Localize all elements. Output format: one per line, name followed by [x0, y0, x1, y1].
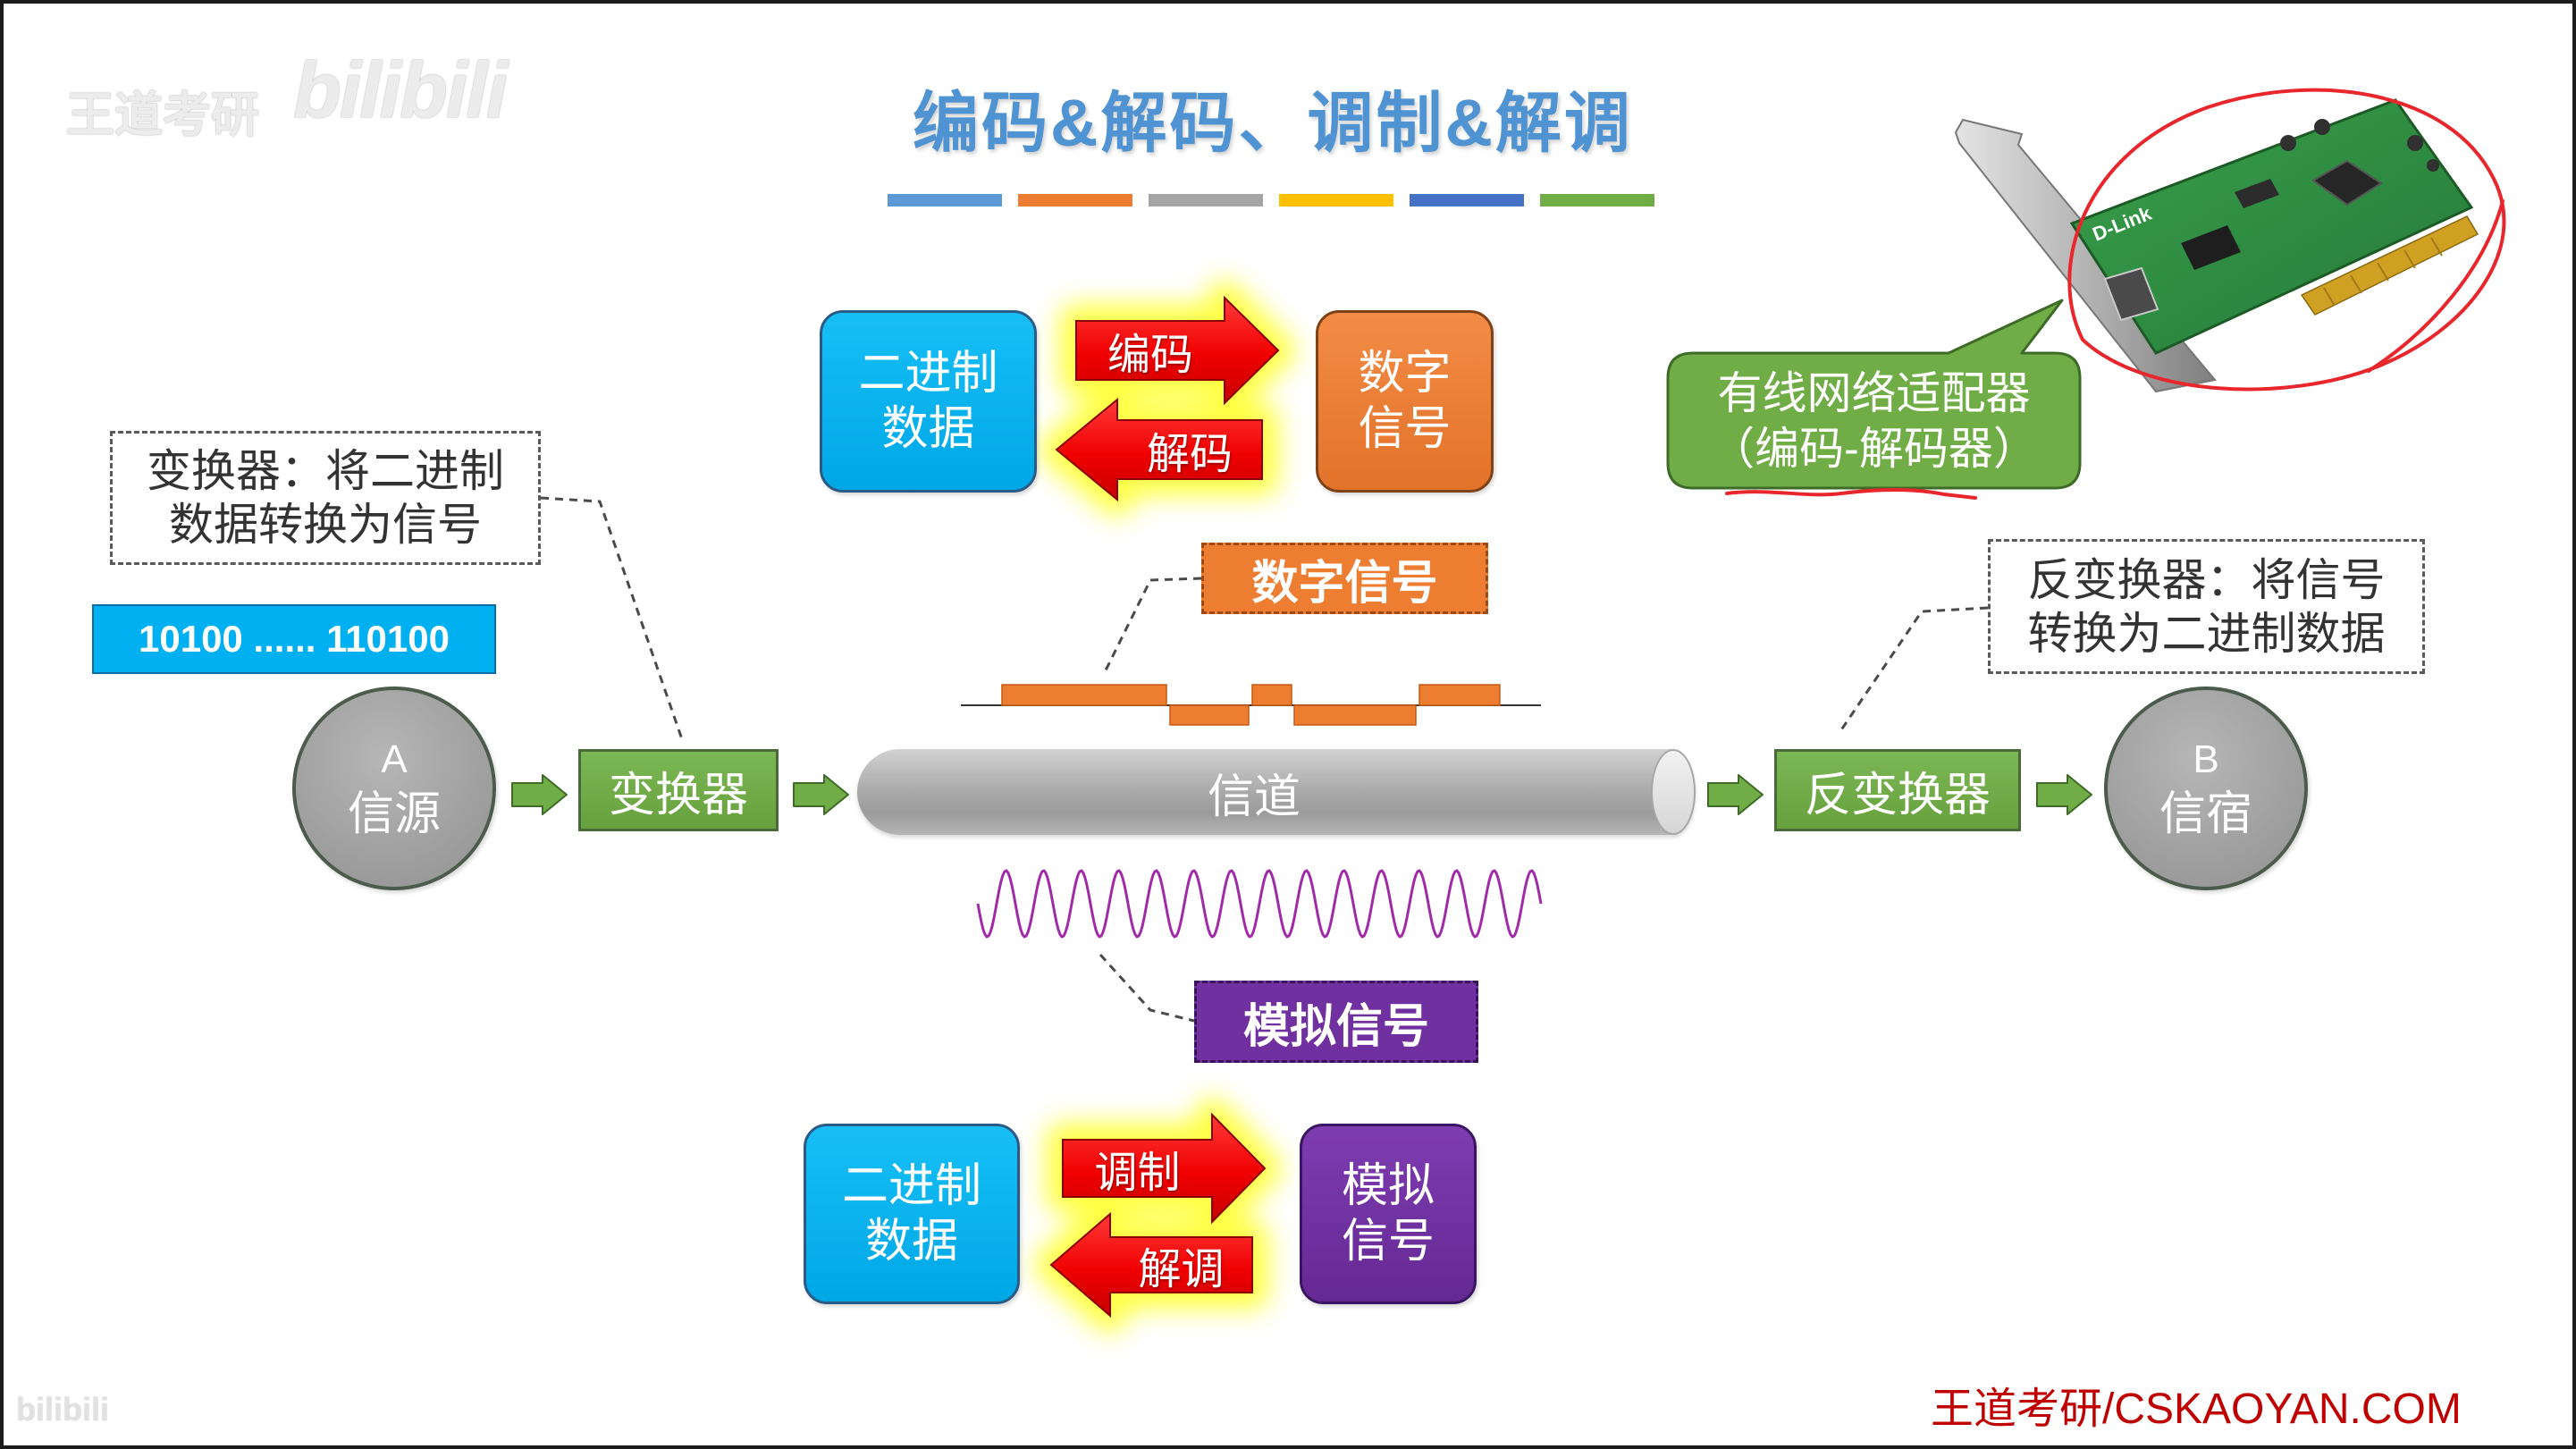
inverse-note-leader [1839, 606, 1989, 732]
binary-data-box-encoding: 二进制 数据 [820, 310, 1037, 493]
pipe-end-cap [1651, 749, 1696, 835]
inverse-converter-box: 反变换器 [1774, 749, 2021, 831]
note-line: 数据转换为信号 [169, 500, 482, 550]
box-line: 信号 [1358, 403, 1452, 455]
watermark-logo: bilibili [293, 46, 508, 134]
converter-note: 变换器：将二进制 数据转换为信号 [110, 431, 541, 565]
digital-signal-box: 数字 信号 [1316, 310, 1494, 493]
annotation-underline [1725, 488, 1977, 500]
rj45-port [2103, 266, 2159, 322]
modulate-arrow-icon [1062, 1112, 1267, 1225]
card-capacitor [2427, 159, 2439, 172]
analog-signal-label: 模拟信号 [1194, 981, 1478, 1063]
binary-data-box-modulation: 二进制 数据 [804, 1124, 1020, 1304]
converter-box: 变换器 [578, 749, 779, 831]
box-line: 数字 [1358, 348, 1452, 400]
digital-wave-high [1001, 684, 1167, 706]
network-card-image: D-Link [1954, 98, 2479, 393]
annotation-stroke [2367, 199, 2504, 373]
pipe-body [857, 749, 1696, 835]
channel-label: 信道 [1207, 771, 1301, 823]
note-line: 变换器：将二进制 [147, 446, 504, 496]
watermark-corner-logo: bilibili [16, 1391, 109, 1428]
accent-bar [1018, 194, 1132, 206]
flow-arrow-icon [2036, 774, 2092, 815]
digital-wave-high [1418, 684, 1501, 706]
analog-wave [976, 869, 1543, 939]
page-title: 编码&解码、调制&解调 [913, 86, 1633, 160]
watermark-brand: 王道考研 [66, 88, 259, 142]
digital-wave-high [1251, 684, 1292, 706]
box-line: 二进制 [841, 1160, 981, 1212]
card-capacitor [2407, 135, 2423, 151]
node-label: 信源 [347, 788, 441, 840]
accent-bar [1149, 194, 1263, 206]
accent-bar [888, 194, 1002, 206]
encode-arrow-icon [1075, 295, 1280, 406]
card-main-chip [2311, 159, 2383, 206]
flow-arrow-icon [793, 774, 849, 815]
digital-label-leader [1102, 577, 1202, 675]
callout-line: 有线网络适配器 [1717, 367, 2031, 418]
accent-bars [888, 194, 1654, 206]
accent-bar [1410, 194, 1524, 206]
digital-wave [961, 684, 1541, 726]
nic-callout-bubble [1666, 299, 2082, 490]
decode-label: 解码 [1146, 431, 1233, 478]
encode-label: 编码 [1107, 332, 1193, 379]
channel-pipe: 信道 [857, 749, 1696, 835]
accent-bar [1540, 194, 1654, 206]
box-line: 数据 [881, 403, 975, 455]
digital-wave-low [1293, 704, 1417, 726]
callout-line: （编码-解码器） [1710, 423, 2038, 474]
modulate-label: 调制 [1094, 1150, 1181, 1197]
sink-node: B 信宿 [2104, 687, 2308, 890]
bitstream-label: 10100 ...... 110100 [92, 604, 496, 674]
card-capacitor [2280, 135, 2296, 151]
card-capacitor [2314, 119, 2330, 135]
analog-label-leader [1099, 953, 1195, 1023]
box-line: 二进制 [858, 348, 998, 400]
node-letter: A [381, 737, 408, 781]
converter-note-leader [540, 496, 684, 740]
digital-signal-label: 数字信号 [1201, 543, 1488, 614]
decode-arrow-icon [1055, 397, 1263, 502]
card-small-chip [2235, 179, 2279, 208]
digital-wave-low [1169, 704, 1250, 726]
node-label: 信宿 [2159, 788, 2252, 840]
nic-callout-text: 有线网络适配器 （编码-解码器） [1668, 353, 2080, 488]
demodulate-arrow-icon [1049, 1211, 1253, 1318]
footer-brand: 王道考研/CSKAOYAN.COM [1931, 1386, 2462, 1433]
box-line: 模拟 [1341, 1160, 1435, 1212]
accent-bar [1279, 194, 1393, 206]
flow-arrow-icon [1707, 774, 1764, 815]
node-letter: B [2193, 737, 2219, 781]
card-magnetics [2181, 225, 2241, 270]
flow-arrow-icon [511, 774, 568, 815]
source-node: A 信源 [292, 687, 496, 890]
inverse-converter-note: 反变换器：将信号 转换为二进制数据 [1988, 539, 2425, 674]
note-line: 转换为二进制数据 [2027, 608, 2386, 659]
box-line: 数据 [864, 1216, 958, 1268]
analog-signal-box: 模拟 信号 [1300, 1124, 1477, 1304]
annotation-circle [2067, 88, 2506, 392]
box-line: 信号 [1341, 1216, 1435, 1268]
demodulate-label: 解调 [1138, 1246, 1225, 1293]
note-line: 反变换器：将信号 [2027, 554, 2386, 605]
